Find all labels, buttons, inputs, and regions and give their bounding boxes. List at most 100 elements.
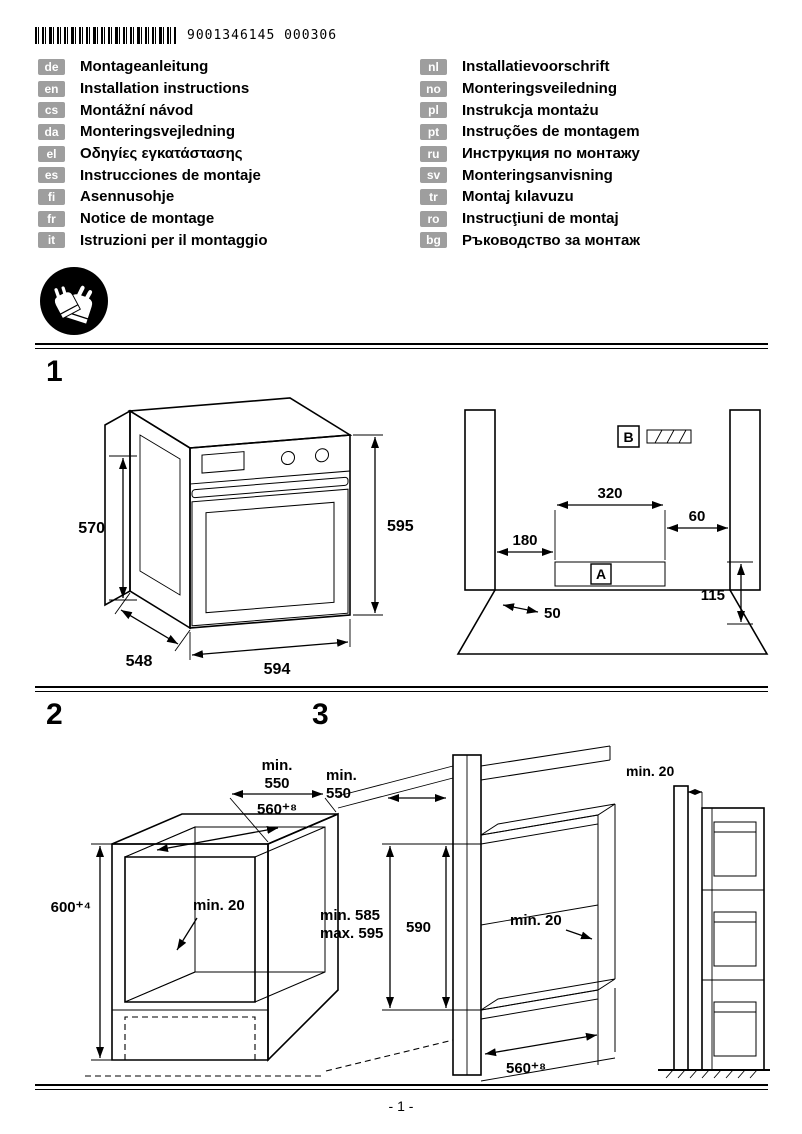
dim-label-548: 548 (126, 653, 153, 670)
language-code-badge: da (38, 123, 65, 140)
dim-label-550: 550 (326, 785, 351, 802)
mounting-rail-icon (646, 429, 692, 444)
niche-mid-line (480, 904, 599, 926)
tall-cabinet (701, 807, 765, 1071)
language-title: Instrukcja montażu (462, 101, 599, 119)
dim-niche-height: 600⁺⁴ (51, 843, 112, 1061)
barcode-row: 9001346145 000306 (35, 27, 337, 44)
oven-top-face (127, 397, 353, 449)
dim-label-600: 600⁺⁴ (51, 899, 91, 916)
dim-depth-min: min. 550 (229, 757, 337, 843)
oven-dashed-outline (124, 1016, 256, 1060)
gloves-icon (40, 267, 108, 335)
language-code-badge: sv (420, 167, 447, 184)
dim-plinth-height: 115 (701, 561, 753, 625)
left-wall (464, 409, 496, 591)
right-wall (729, 409, 761, 591)
language-row: en Installation instructions (38, 78, 268, 100)
dim-label-max595: max. 595 (320, 925, 383, 942)
language-code-badge: pt (420, 123, 447, 140)
cabinet-front-frame (111, 843, 269, 1061)
dim-label-60: 60 (689, 508, 706, 525)
niche-top (124, 826, 326, 858)
bottom-shelf-top (480, 978, 616, 1011)
divider (35, 343, 768, 349)
dim-left-offset: 180 (497, 532, 553, 556)
language-title: Ръководство за монтаж (462, 231, 640, 249)
language-code-badge: ru (420, 145, 447, 162)
callout-b-label: B (623, 429, 633, 445)
page-number: - 1 - (388, 1098, 414, 1114)
oven-rear-casing (104, 409, 131, 607)
language-title: Installation instructions (80, 80, 250, 98)
dim-niche-height: 590 (406, 846, 450, 1008)
door-handle (191, 476, 349, 499)
dim-label-560: 560⁺⁸ (257, 801, 297, 818)
language-title: Monteringsvejledning (80, 123, 236, 141)
oven-body (104, 397, 353, 630)
figure-1-niche-drawing: A B 320 60 180 115 50 (456, 409, 769, 655)
top-shelf-top (480, 803, 616, 836)
language-code-badge: en (38, 80, 65, 97)
dim-label-min: min. (326, 767, 357, 784)
language-title: Οδηγίες εγκατάστασης (80, 145, 243, 163)
dim-strip-width: 320 (554, 485, 666, 560)
language-title: Asennusohje (80, 188, 175, 206)
figure-1-oven-drawing: 595 570 548 594 (78, 397, 414, 678)
dim-label-115: 115 (701, 587, 725, 604)
language-row: ru Инструкция по монтажу (420, 143, 640, 165)
language-row: pl Instrukcja montażu (420, 99, 640, 121)
callout-a: A (590, 563, 612, 585)
oven-side-face (129, 409, 191, 630)
language-row: fi Asennusohje (38, 186, 268, 208)
niche-floor (124, 971, 326, 1003)
dim-right-gap: 60 (667, 508, 728, 532)
dim-depth: 548 (114, 592, 191, 670)
language-title: Инструкция по монтажу (462, 145, 640, 163)
dim-label-min20: min. 20 (510, 912, 562, 929)
hatched-strip (554, 561, 666, 587)
barcode-number: 9001346145 000306 (187, 28, 338, 43)
top-shelf-front (480, 814, 599, 845)
language-title: Instrucţiuni de montaj (462, 210, 619, 228)
dim-niche-width: 560⁺⁸ (484, 1032, 598, 1077)
divider (35, 1084, 768, 1090)
language-row: cs Montážní návod (38, 99, 268, 121)
dim-label-50: 50 (544, 605, 561, 622)
language-title: Istruzioni per il montaggio (80, 231, 268, 249)
dim-back-gap: min. 20 (510, 912, 593, 940)
language-code-badge: es (38, 167, 65, 184)
language-code-badge: pl (420, 102, 447, 119)
language-code-badge: cs (38, 102, 65, 119)
dim-label-min585: min. 585 (320, 907, 380, 924)
wall-panel (673, 785, 689, 1071)
language-title: Montaj kılavuzu (462, 188, 574, 206)
dim-back-gap: min. 20 (176, 897, 245, 951)
language-title: Montážní návod (80, 101, 194, 119)
floor-hatch (665, 1069, 758, 1079)
language-code-badge: fr (38, 210, 65, 227)
oven-side-seal (139, 434, 181, 596)
dim-label-180: 180 (512, 532, 537, 549)
dim-width: 594 (189, 619, 351, 678)
display (201, 451, 245, 474)
figure-2-base-cabinet-drawing: 600⁺⁴ min. 550 560⁺⁸ min. 20 (51, 757, 339, 1077)
language-code-badge: fi (38, 188, 65, 205)
section-2-number: 2 (46, 698, 63, 731)
figure-3-side-view-drawing: min. 20 (626, 763, 770, 1079)
language-code-badge: el (38, 145, 65, 162)
language-row: tr Montaj kılavuzu (420, 186, 640, 208)
language-row: el Οδηγίες εγκατάστασης (38, 143, 268, 165)
dim-label-min20: min. 20 (193, 897, 245, 914)
dim-label-590: 590 (406, 919, 431, 936)
language-code-badge: tr (420, 188, 447, 205)
dim-label-min20: min. 20 (626, 763, 674, 779)
